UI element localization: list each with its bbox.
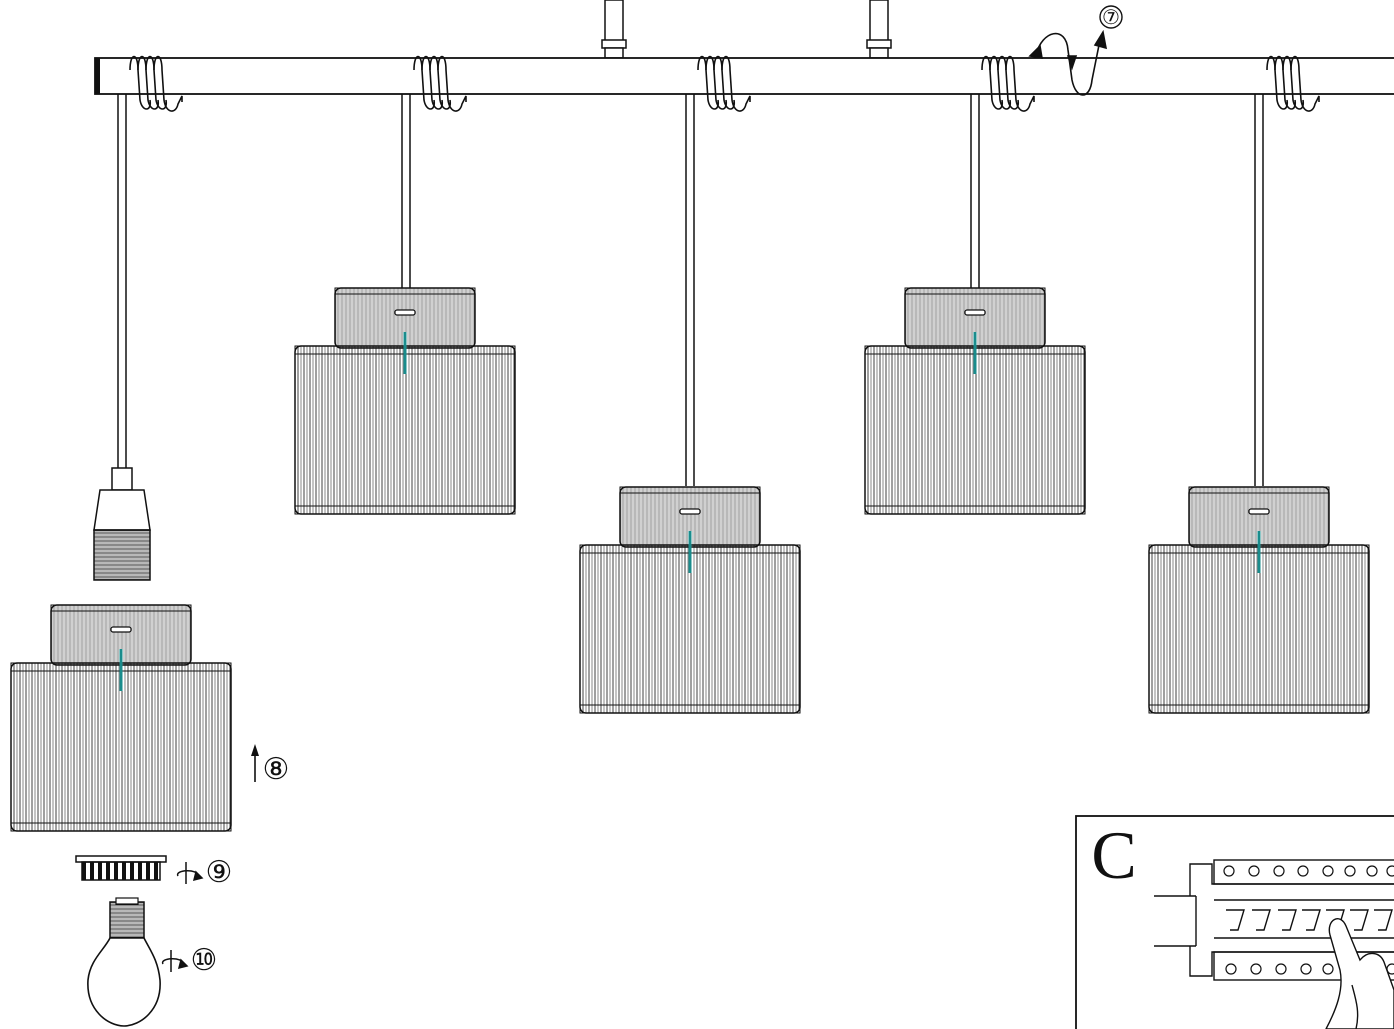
cable-adjust-arrow <box>1028 29 1108 96</box>
step-8-label: ⑧ <box>263 752 290 787</box>
rotate-arrow-icon <box>176 862 204 884</box>
step-7-label: ⑦ <box>1102 5 1120 29</box>
rotate-arrow-icon <box>161 950 189 972</box>
pendant-shade-5 <box>1147 485 1371 715</box>
pendant-shade-4 <box>863 286 1087 516</box>
breaker-box <box>1154 859 1394 981</box>
hand-icon <box>1325 918 1394 1029</box>
shade-ring <box>75 855 167 881</box>
ceiling-rod-right <box>866 0 892 59</box>
pendant-shade-2 <box>293 286 517 516</box>
light-bulb <box>87 897 161 1027</box>
lamp-socket <box>93 467 151 581</box>
panel-c-letter: C <box>1091 817 1136 893</box>
step-9-label: ⑨ <box>206 855 233 890</box>
up-arrow-icon <box>251 744 259 782</box>
breaker-screws <box>1223 865 1394 975</box>
pendant-shade-3 <box>578 485 802 715</box>
breaker-switches <box>1226 909 1393 931</box>
mounting-bar <box>94 57 1394 95</box>
step-10-label: ⑩ <box>191 943 218 978</box>
cables <box>117 94 1264 486</box>
ceiling-rod-left <box>601 0 627 59</box>
panel-c: C <box>1075 815 1394 1029</box>
pendant-shade-1 <box>9 603 233 833</box>
